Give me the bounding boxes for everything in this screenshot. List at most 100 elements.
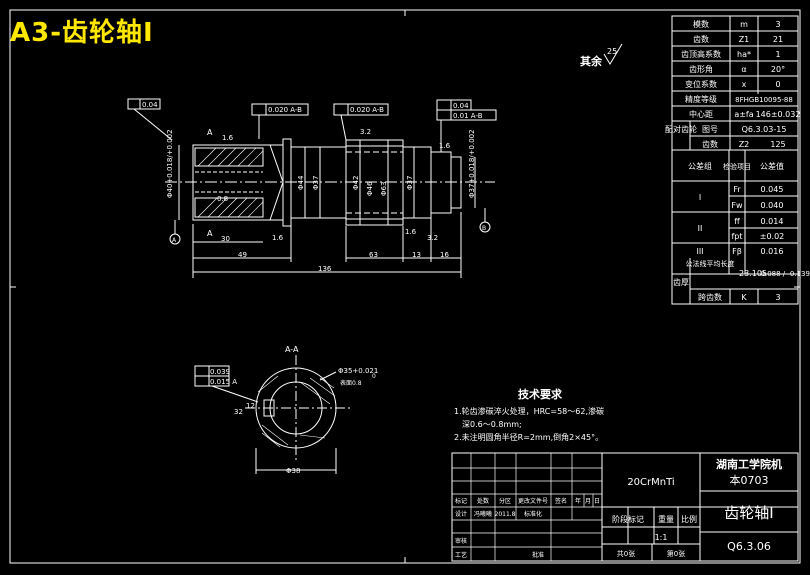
param-name: 齿数 [693, 34, 709, 44]
tol-item: fpt [731, 232, 742, 241]
tol-label: 0.04 [142, 101, 158, 109]
tol-value: ±0.02 [760, 232, 785, 241]
section-tol: 0.039 [210, 368, 230, 376]
sheet-title: A3-齿轮轴I [10, 18, 154, 48]
tol-item: Fw [731, 201, 743, 210]
tb-header: 签名 [555, 497, 567, 505]
gear-label: 齿厚 [673, 278, 689, 287]
datum-label: A [172, 237, 177, 244]
weight-label: 重量 [658, 514, 674, 524]
base-tangent-val: 23.105 [739, 269, 767, 278]
mate-label: 配对齿轮 [665, 124, 697, 134]
title-block-text: 20CrMnTi 湖南工学院机 本0703 齿轮轴I Q6.3.06 1:1 阶… [455, 457, 782, 559]
param-sym: Z1 [739, 35, 750, 44]
param-name: 中心距 [689, 109, 713, 119]
tol-group: III [696, 247, 703, 256]
mate-name: 图号 [702, 125, 718, 134]
tol-label: 0.020 A-B [350, 106, 384, 114]
ratio-label: 比例 [681, 514, 697, 524]
tech-line: 2.未注明圆角半径R=2mm,倒角2×45°。 [454, 432, 603, 442]
roughness-label: 3.2 [427, 234, 438, 242]
tol-header-group: 公差组 [688, 161, 712, 171]
parameter-table-text: 模数 m 3 齿数 Z1 21 齿顶高系数 ha* 1 齿形角 α 20° 变位… [665, 19, 810, 302]
approve-label: 批准 [532, 551, 544, 559]
roughness-rest-value: 25 [607, 47, 617, 56]
standard-label: 标准化 [524, 510, 542, 518]
section-mark-bottom: A [207, 229, 213, 238]
tol-item: ff [734, 217, 740, 226]
span-val: 3 [775, 293, 780, 302]
check-label: 审核 [455, 537, 467, 545]
tb-header: 月 [585, 498, 591, 505]
dim-diameter: Φ42 [352, 176, 360, 190]
dim-diameter: Φ44 [297, 175, 305, 190]
class-code: 本0703 [730, 473, 769, 487]
section-key-depth: 32 [234, 408, 243, 416]
total-sheets: 共0张 [617, 549, 635, 558]
param-sym: ha* [737, 50, 751, 59]
parameter-table [671, 15, 799, 305]
dim-diameter: Φ40+0.018/+0.002 [166, 129, 174, 198]
param-val: 21 [773, 35, 783, 44]
dim-diameter: Φ37+0.018/+0.002 [468, 129, 476, 198]
section-title: A-A [285, 345, 299, 354]
roughness-label: 0.8 [217, 195, 228, 203]
base-tangent-label: 公法线平均长度 [686, 259, 735, 268]
section-note: 表面0.8 [340, 379, 362, 387]
param-sym: a±fa [734, 110, 753, 119]
section-diameter-sub: 0 [372, 373, 376, 380]
tb-header: 处数 [477, 497, 489, 505]
design-date: 2011.8 [495, 511, 516, 518]
tech-line: 深0.6～0.8mm; [462, 420, 522, 429]
tol-group: II [698, 224, 703, 233]
datum-label: B [482, 225, 486, 232]
section-text: A-A Φ35+0.021 0 表面0.8 12 32 Φ38 0.039 0.… [210, 345, 378, 475]
param-val: 146±0.032 [756, 110, 801, 119]
param-val: 8FHGB10095-88 [735, 96, 793, 104]
tol-value: 0.016 [761, 247, 784, 256]
roughness-label: 1.6 [439, 142, 451, 150]
tb-header: 标记 [455, 497, 467, 505]
roughness-label: 1.6 [222, 134, 234, 142]
design-label: 设计 [455, 510, 467, 518]
dim-length: 16 [440, 251, 449, 259]
tol-header-item: 检验项目 [723, 162, 751, 171]
tol-header-value: 公差值 [760, 161, 784, 171]
tb-header: 更改文件号 [518, 497, 548, 505]
stage-label: 阶段标记 [612, 514, 644, 524]
mate-name: 齿数 [702, 139, 718, 149]
param-name: 齿顶高系数 [681, 49, 721, 59]
mate-sym: Z2 [739, 140, 750, 149]
mate-val: 125 [770, 140, 785, 149]
dim-length: 136 [318, 265, 332, 273]
section-key-width: 12 [246, 402, 255, 410]
shaft-dimension-text: 0.04 0.020 A-B 0.020 A-B 0.04 0.01 A-B A… [142, 101, 486, 273]
part-name: 齿轮轴I [724, 504, 773, 522]
tol-item: Fβ [732, 247, 742, 256]
section-tol: 0.015 A [210, 378, 237, 386]
param-val: 0 [775, 80, 780, 89]
designer: 冯曦曦 [474, 510, 492, 518]
dim-length: 63 [369, 251, 378, 259]
dim-length: 13 [412, 251, 421, 259]
span-sym: K [741, 293, 747, 302]
param-sym: m [740, 20, 748, 29]
process-label: 工艺 [455, 551, 467, 559]
param-name: 齿形角 [689, 64, 713, 74]
section-mark-top: A [207, 128, 213, 137]
tol-value: 0.040 [761, 201, 784, 210]
tol-label: 0.020 A-B [268, 106, 302, 114]
title-block [451, 452, 799, 562]
scale: 1:1 [655, 533, 668, 542]
base-tangent-tol: -0.088 / -0.139 [758, 270, 810, 278]
tech-requirements: 技术要求 1.轮齿渗碳淬火处理，HRC=58～62,渗碳 深0.6～0.8mm;… [454, 387, 604, 442]
roughness-rest-label: 其余 [580, 54, 603, 68]
dim-diameter: Φ63 [380, 182, 388, 196]
school-name: 湖南工学院机 [716, 457, 782, 471]
material: 20CrMnTi [627, 477, 674, 488]
section-diameter: Φ35+0.021 [338, 367, 378, 375]
shaft-main-view [127, 98, 497, 278]
param-name: 变位系数 [685, 79, 717, 89]
dim-diameter: Φ37 [406, 176, 414, 190]
